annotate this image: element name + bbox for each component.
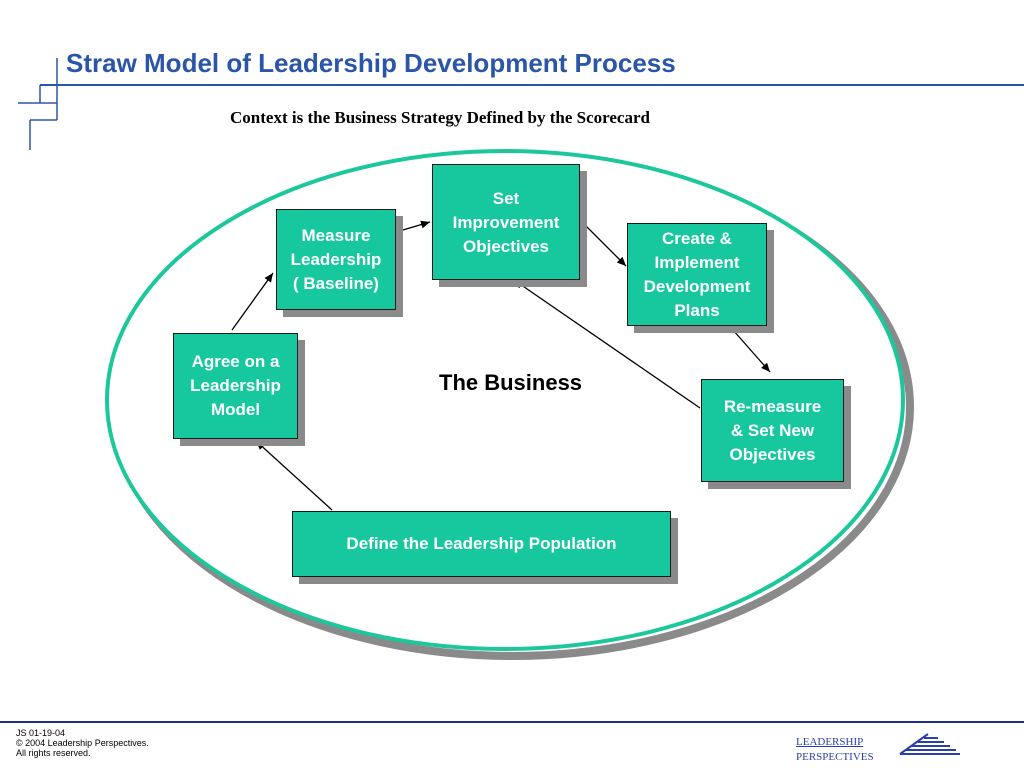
step-line: Define the Leadership Population <box>346 534 617 553</box>
slide-title: Straw Model of Leadership Development Pr… <box>66 48 676 78</box>
step-line: Plans <box>674 300 720 320</box>
step-line: Implement <box>654 252 740 272</box>
step-measure-leadership: Measure Leadership ( Baseline) <box>276 209 396 310</box>
step-line: ( Baseline) <box>293 273 379 293</box>
step-line: Agree on a <box>191 352 280 371</box>
step-line: Leadership <box>290 249 382 269</box>
step-agree-leadership-model: Agree on a Leadership Model <box>173 333 298 439</box>
step-line: Model <box>210 400 261 419</box>
logo-line-2: PERSPECTIVES <box>796 751 874 763</box>
step-line: Objectives <box>463 237 549 256</box>
step-line: Set <box>492 189 520 208</box>
slide-subtitle: Context is the Business Strategy Defined… <box>230 108 650 127</box>
step-line: Measure <box>301 225 371 245</box>
arrow-create-to-remeasure <box>732 329 771 373</box>
step-line: Improvement <box>452 213 560 232</box>
footer-rights: All rights reserved. <box>16 748 91 758</box>
arrow-remeasure-to-set <box>513 279 701 409</box>
footer-copyright: © 2004 Leadership Perspectives. <box>16 738 149 748</box>
arrow-measure-to-set <box>395 220 431 233</box>
footer-rule <box>0 721 1024 723</box>
step-create-implement-plans: Create & Implement Development Plans <box>627 223 767 326</box>
arrow-agree-to-measure <box>231 272 274 331</box>
footer-info: JS 01-19-04 © 2004 Leadership Perspectiv… <box>16 728 149 758</box>
logo-line-1: LEADERSHIP <box>796 736 864 748</box>
step-line: Leadership <box>190 376 281 395</box>
step-line: Objectives <box>729 444 816 464</box>
center-label: The Business <box>439 370 583 395</box>
step-set-improvement-objectives: Set Improvement Objectives <box>432 164 580 280</box>
step-line: Create & <box>662 228 732 248</box>
arrow-set-to-create <box>581 221 627 267</box>
step-define-leadership-population: Define the Leadership Population <box>292 511 671 577</box>
title-underline <box>40 84 1024 86</box>
footer-code: JS 01-19-04 <box>16 728 66 738</box>
company-logo-text: LEADERSHIP PERSPECTIVES <box>796 735 874 765</box>
step-line: Re-measure <box>723 396 822 416</box>
step-remeasure-objectives: Re-measure & Set New Objectives <box>701 379 844 482</box>
arrow-define-to-agree <box>255 440 333 511</box>
pyramid-logo-icon <box>899 733 960 755</box>
step-line: Development <box>643 276 751 296</box>
step-line: & Set New <box>730 420 815 440</box>
